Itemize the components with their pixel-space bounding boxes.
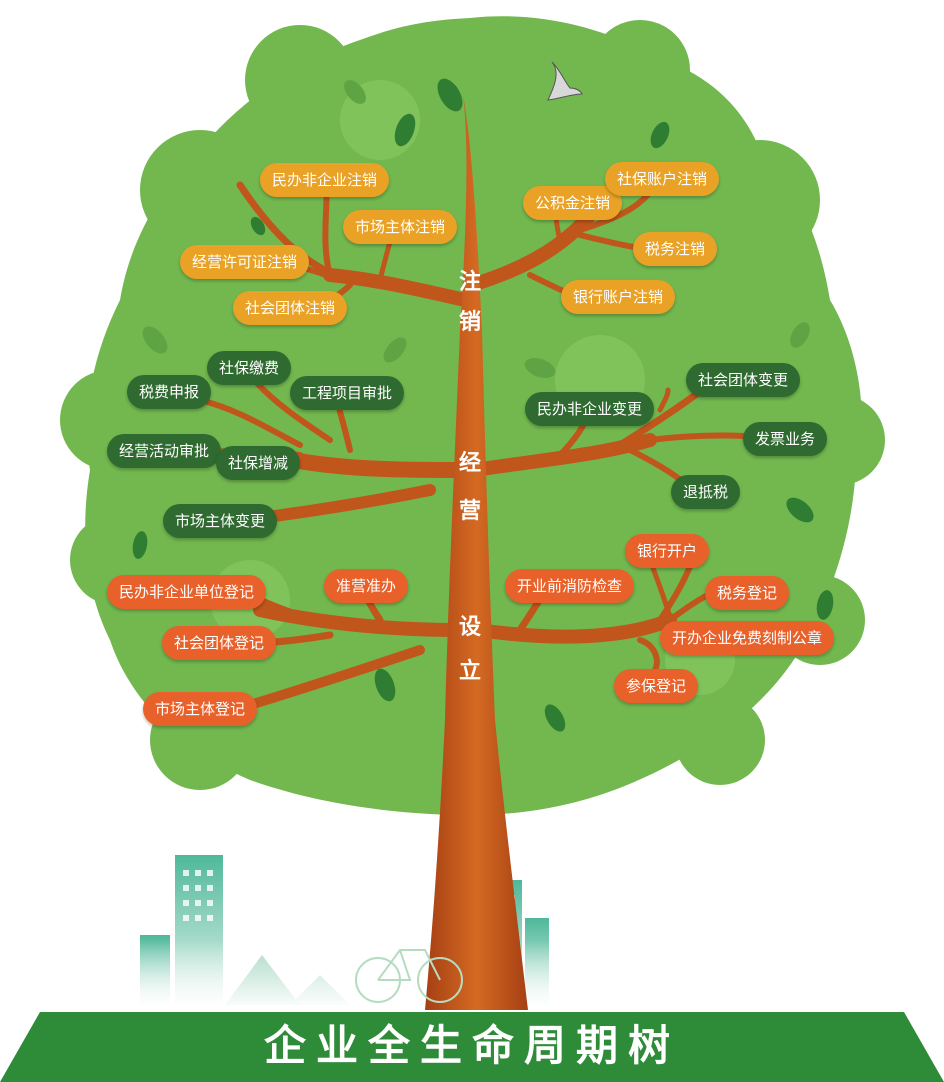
- bicycle-icon: [355, 949, 463, 1003]
- stage-label-operation: 经 营: [450, 440, 490, 536]
- stage-label-establishment: 设 立: [450, 606, 490, 694]
- node-social-group-change[interactable]: 社会团体变更: [686, 363, 801, 397]
- node-market-entity-change[interactable]: 市场主体变更: [163, 504, 278, 538]
- node-permit-handling[interactable]: 准营准办: [324, 569, 409, 603]
- node-tax-declaration[interactable]: 税费申报: [127, 375, 212, 409]
- node-invoice-service[interactable]: 发票业务: [743, 422, 828, 456]
- node-business-license-cancellation[interactable]: 经营许可证注销: [180, 245, 310, 279]
- stage-label-cancellation: 注 销: [450, 263, 490, 343]
- node-social-security-account-cancellation[interactable]: 社保账户注销: [605, 162, 720, 196]
- stage-char: 经: [458, 451, 481, 476]
- tree-trunk: [425, 95, 528, 1010]
- node-social-group-registration[interactable]: 社会团体登记: [162, 626, 277, 660]
- node-market-entity-registration[interactable]: 市场主体登记: [143, 692, 258, 726]
- city-buildings: [100, 855, 860, 1010]
- node-market-entity-cancellation[interactable]: 市场主体注销: [343, 210, 458, 244]
- node-social-security-change[interactable]: 社保增减: [216, 446, 301, 480]
- node-tax-cancellation[interactable]: 税务注销: [633, 232, 718, 266]
- stage-char: 设: [458, 615, 481, 640]
- leaf-decorations: [132, 78, 834, 732]
- node-bank-account-opening[interactable]: 银行开户: [625, 534, 710, 568]
- ground-banner: [0, 1012, 944, 1082]
- node-bank-account-cancellation[interactable]: 银行账户注销: [561, 280, 676, 314]
- node-project-approval[interactable]: 工程项目审批: [290, 376, 405, 410]
- node-private-nonenterprise-change[interactable]: 民办非企业变更: [525, 392, 655, 426]
- stage-char: 立: [458, 659, 481, 684]
- node-insurance-registration[interactable]: 参保登记: [614, 669, 699, 703]
- node-housing-fund-cancellation[interactable]: 公积金注销: [523, 186, 623, 220]
- node-tax-registration[interactable]: 税务登记: [705, 576, 790, 610]
- node-private-nonenterprise-registration[interactable]: 民办非企业单位登记: [107, 575, 267, 609]
- node-free-seal-engraving[interactable]: 开办企业免费刻制公章: [660, 621, 835, 655]
- stage-char: 营: [458, 499, 481, 524]
- node-social-group-cancellation[interactable]: 社会团体注销: [233, 291, 348, 325]
- node-social-security-payment[interactable]: 社保缴费: [207, 351, 292, 385]
- page-title: 企业全生命周期树: [263, 1021, 680, 1070]
- node-fire-safety-inspection[interactable]: 开业前消防检查: [505, 569, 635, 603]
- bird-icon: [547, 61, 583, 101]
- node-business-activity-approval[interactable]: 经营活动审批: [107, 434, 222, 468]
- node-private-nonenterprise-cancellation[interactable]: 民办非企业注销: [260, 163, 390, 197]
- stage-char: 销: [458, 310, 481, 335]
- node-tax-refund[interactable]: 退抵税: [671, 475, 741, 509]
- stage-char: 注: [458, 270, 481, 295]
